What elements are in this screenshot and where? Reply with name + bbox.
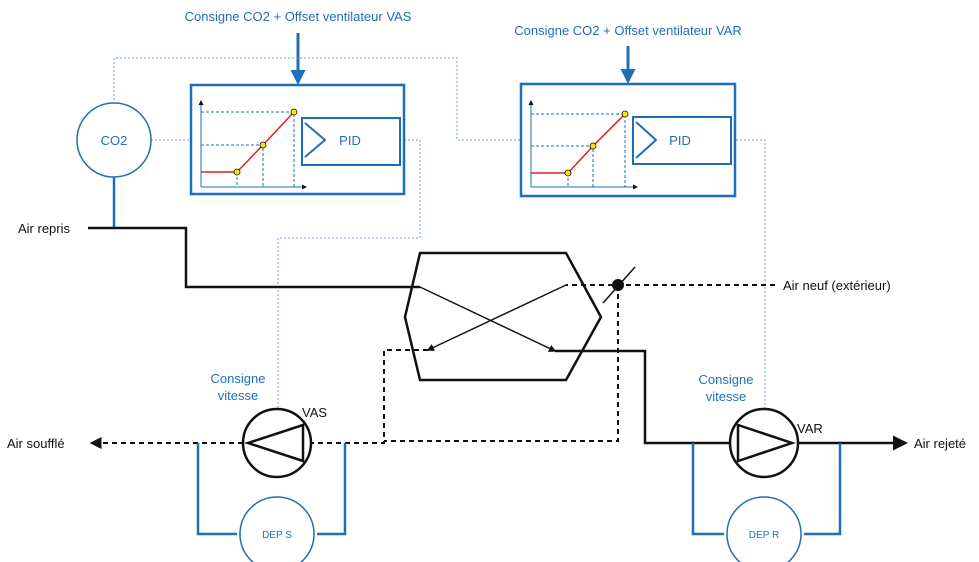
co2-sensor: CO2 <box>76 102 152 228</box>
vas-fan-triangle <box>243 423 305 463</box>
var-chart-point <box>621 110 629 118</box>
exhaust-air-duct <box>555 349 730 445</box>
var-fan-triangle <box>736 423 796 463</box>
dep-s-circle <box>239 496 315 562</box>
dep-s-label: DEP S <box>262 530 292 541</box>
damper-pivot <box>612 279 624 291</box>
consigne-var-line2: vitesse <box>706 389 746 404</box>
dep-r-label: DEP R <box>749 530 779 541</box>
setpoint-var-label: Consigne CO2 + Offset ventilateur VAR <box>514 23 742 38</box>
air-souffle-label: Air soufflé <box>7 436 65 451</box>
dep-r-circle <box>726 496 802 562</box>
var-fan-circle <box>728 407 800 479</box>
return-air-duct <box>88 226 420 289</box>
var-fan: VAR <box>728 407 823 479</box>
var-controller: PID <box>519 82 737 198</box>
dep-r-pressure-lines <box>691 443 842 536</box>
consigne-vas-line2: vitesse <box>218 388 258 403</box>
var-chart-curve <box>531 113 626 174</box>
dep-s-sensor: DEP S <box>196 443 347 562</box>
vas-chart-point <box>290 108 298 116</box>
var-offset-chart <box>528 100 638 190</box>
heat-exchanger <box>403 251 603 382</box>
vas-pid-label: PID <box>339 133 361 148</box>
vas-chart-point <box>259 141 267 149</box>
vas-controller: PID <box>189 83 406 196</box>
consigne-vas-line1: Consigne <box>211 371 266 386</box>
vas-pid-triangle <box>304 122 327 158</box>
bypass-duct <box>384 285 619 442</box>
vas-fan: VAS <box>241 405 327 479</box>
exchanger-path-return <box>419 286 557 352</box>
dep-r-sensor: DEP R <box>691 443 842 562</box>
var-pid-box <box>632 116 732 165</box>
co2-label: CO2 <box>101 133 128 148</box>
exchanger-path-fresh <box>426 284 567 351</box>
var-chart-point <box>564 169 572 177</box>
air-rejete-label: Air rejeté <box>914 436 966 451</box>
bypass-damper <box>602 266 636 304</box>
setpoint-vas-label: Consigne CO2 + Offset ventilateur VAS <box>185 9 412 24</box>
supply-air-duct <box>311 349 428 444</box>
vas-fan-label: VAS <box>302 405 327 420</box>
air-repris-label: Air repris <box>18 221 71 236</box>
co2-signal-line <box>113 57 520 141</box>
var-chart-point <box>589 142 597 150</box>
air-neuf-label: Air neuf (extérieur) <box>783 278 891 293</box>
consigne-var-line1: Consigne <box>699 372 754 387</box>
vas-fan-circle <box>241 407 313 479</box>
vas-speed-signal-line <box>277 139 421 408</box>
vas-chart-point <box>233 168 241 176</box>
vas-pid-box <box>301 117 401 166</box>
vas-chart-curve <box>201 111 295 173</box>
var-pid-triangle <box>635 121 658 159</box>
var-fan-label: VAR <box>797 421 823 436</box>
signal-wiring <box>113 57 766 408</box>
ducts <box>88 226 908 451</box>
dep-s-pressure-lines <box>196 443 347 536</box>
vas-offset-chart <box>198 100 307 190</box>
var-pid-label: PID <box>669 133 691 148</box>
var-speed-signal-line <box>736 139 766 408</box>
